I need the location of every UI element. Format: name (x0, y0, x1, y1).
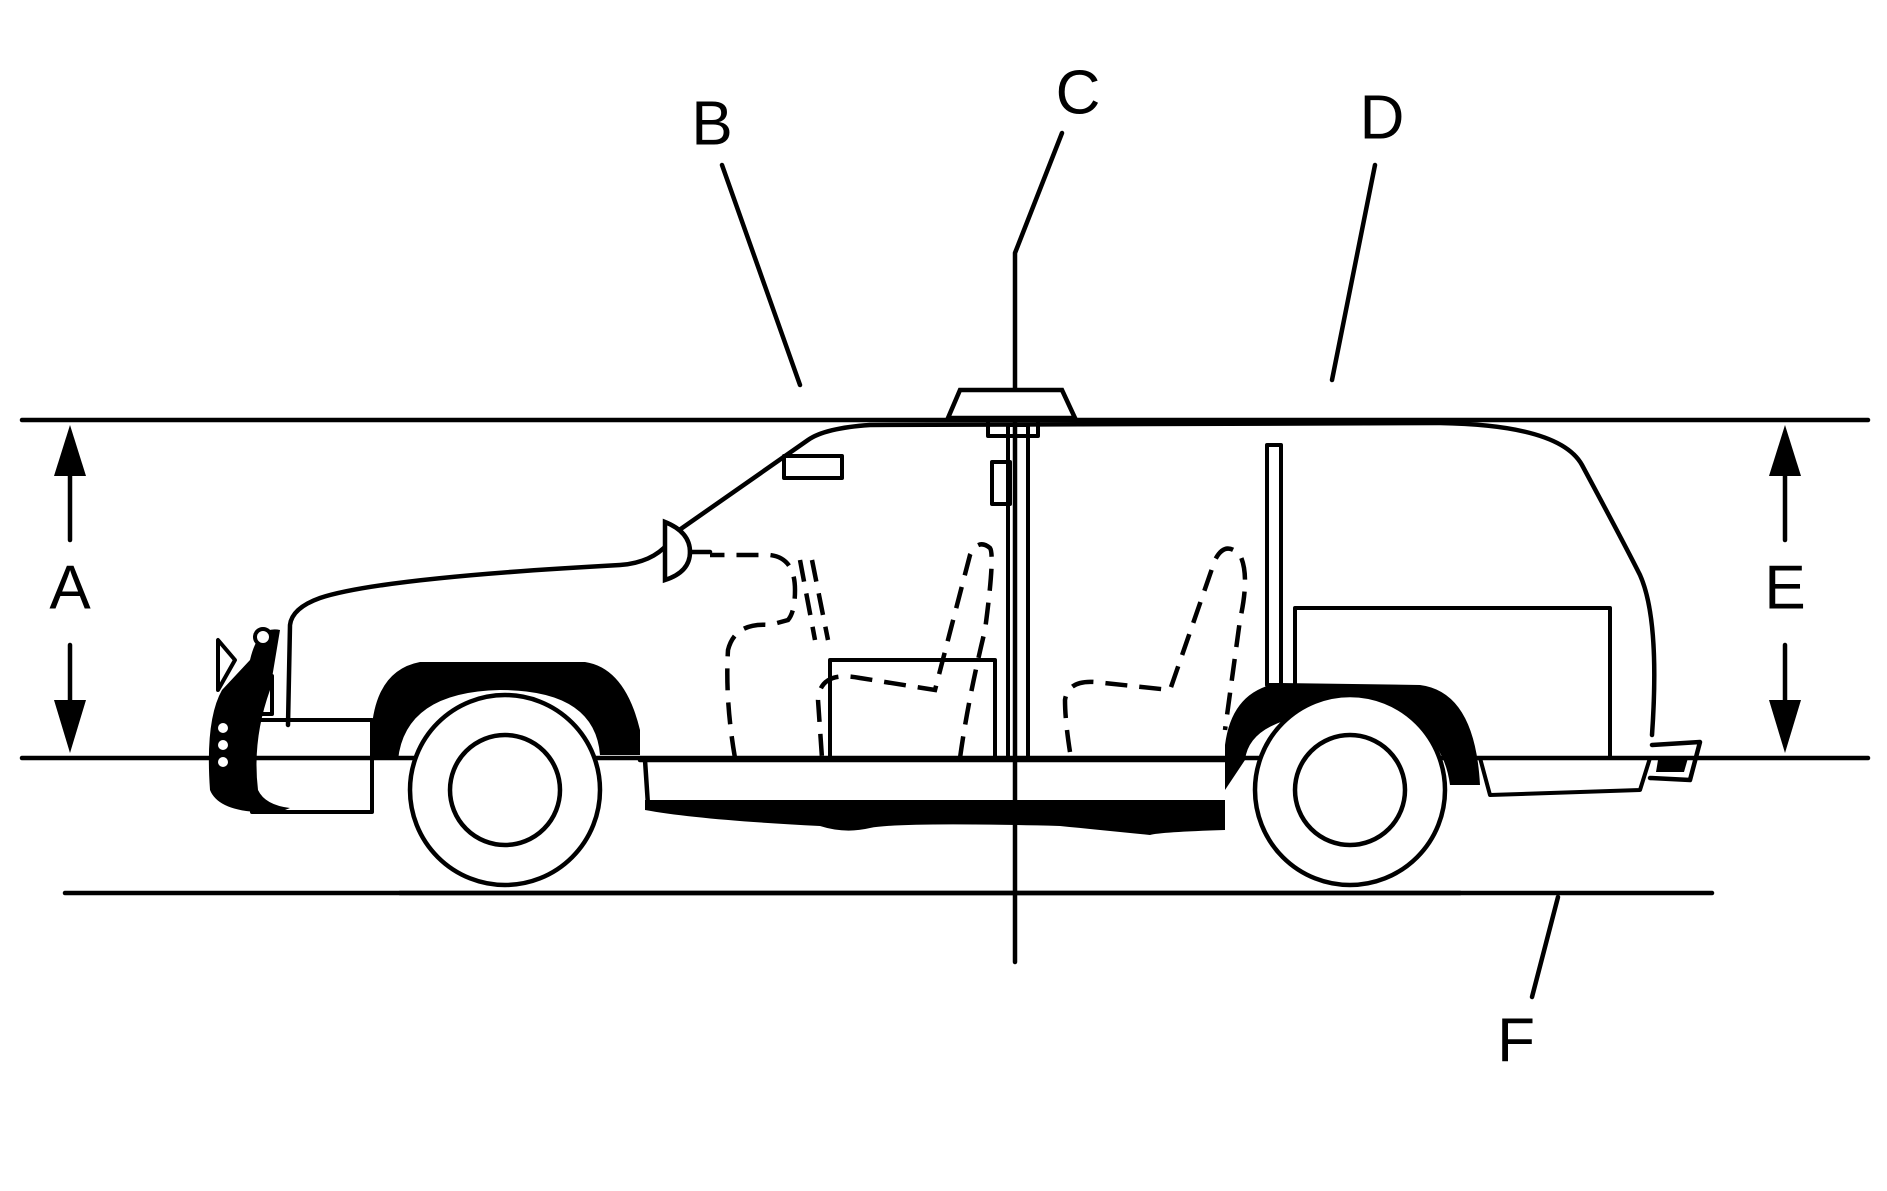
callout-label-b: B (691, 89, 732, 158)
dimension-arrow-e (1769, 425, 1801, 753)
vehicle-outline (208, 387, 1703, 896)
leader-line-f (1529, 894, 1561, 1000)
callout-label-d: D (1360, 83, 1405, 152)
leader-line-d (1329, 162, 1378, 383)
leader-line-b (719, 162, 803, 388)
callout-label-f: F (1497, 1006, 1535, 1075)
callout-label-c: C (1056, 58, 1101, 127)
callout-label-e: E (1764, 553, 1805, 622)
leader-line-c (1012, 130, 1065, 965)
callout-label-a: A (49, 553, 91, 622)
dimension-arrow-a (54, 425, 86, 753)
